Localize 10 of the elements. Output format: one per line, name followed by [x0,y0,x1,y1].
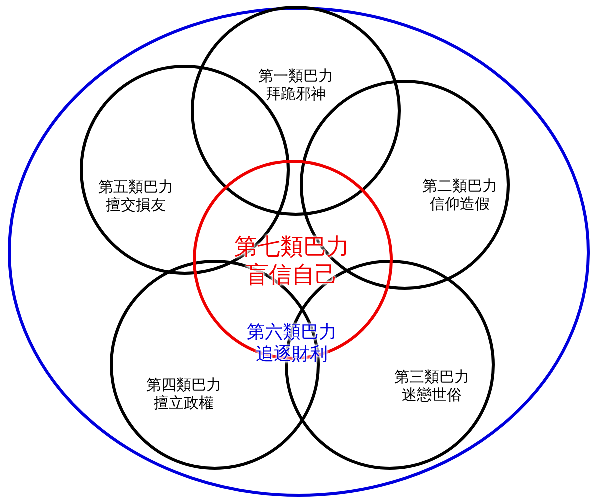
category-text: 擅立政權 [154,394,214,412]
category-text: 信仰造假 [430,195,490,213]
category-text: 拜跪邪神 [266,85,326,103]
category-text: 擅交損友 [106,196,166,214]
category-heading: 第五類巴力 [98,178,174,196]
category-heading: 第三類巴力 [394,368,470,386]
category-heading: 第一類巴力 [258,67,334,85]
category-heading: 第二類巴力 [422,177,498,195]
category-heading: 第四類巴力 [146,376,222,394]
category-text: 迷戀世俗 [402,386,462,404]
